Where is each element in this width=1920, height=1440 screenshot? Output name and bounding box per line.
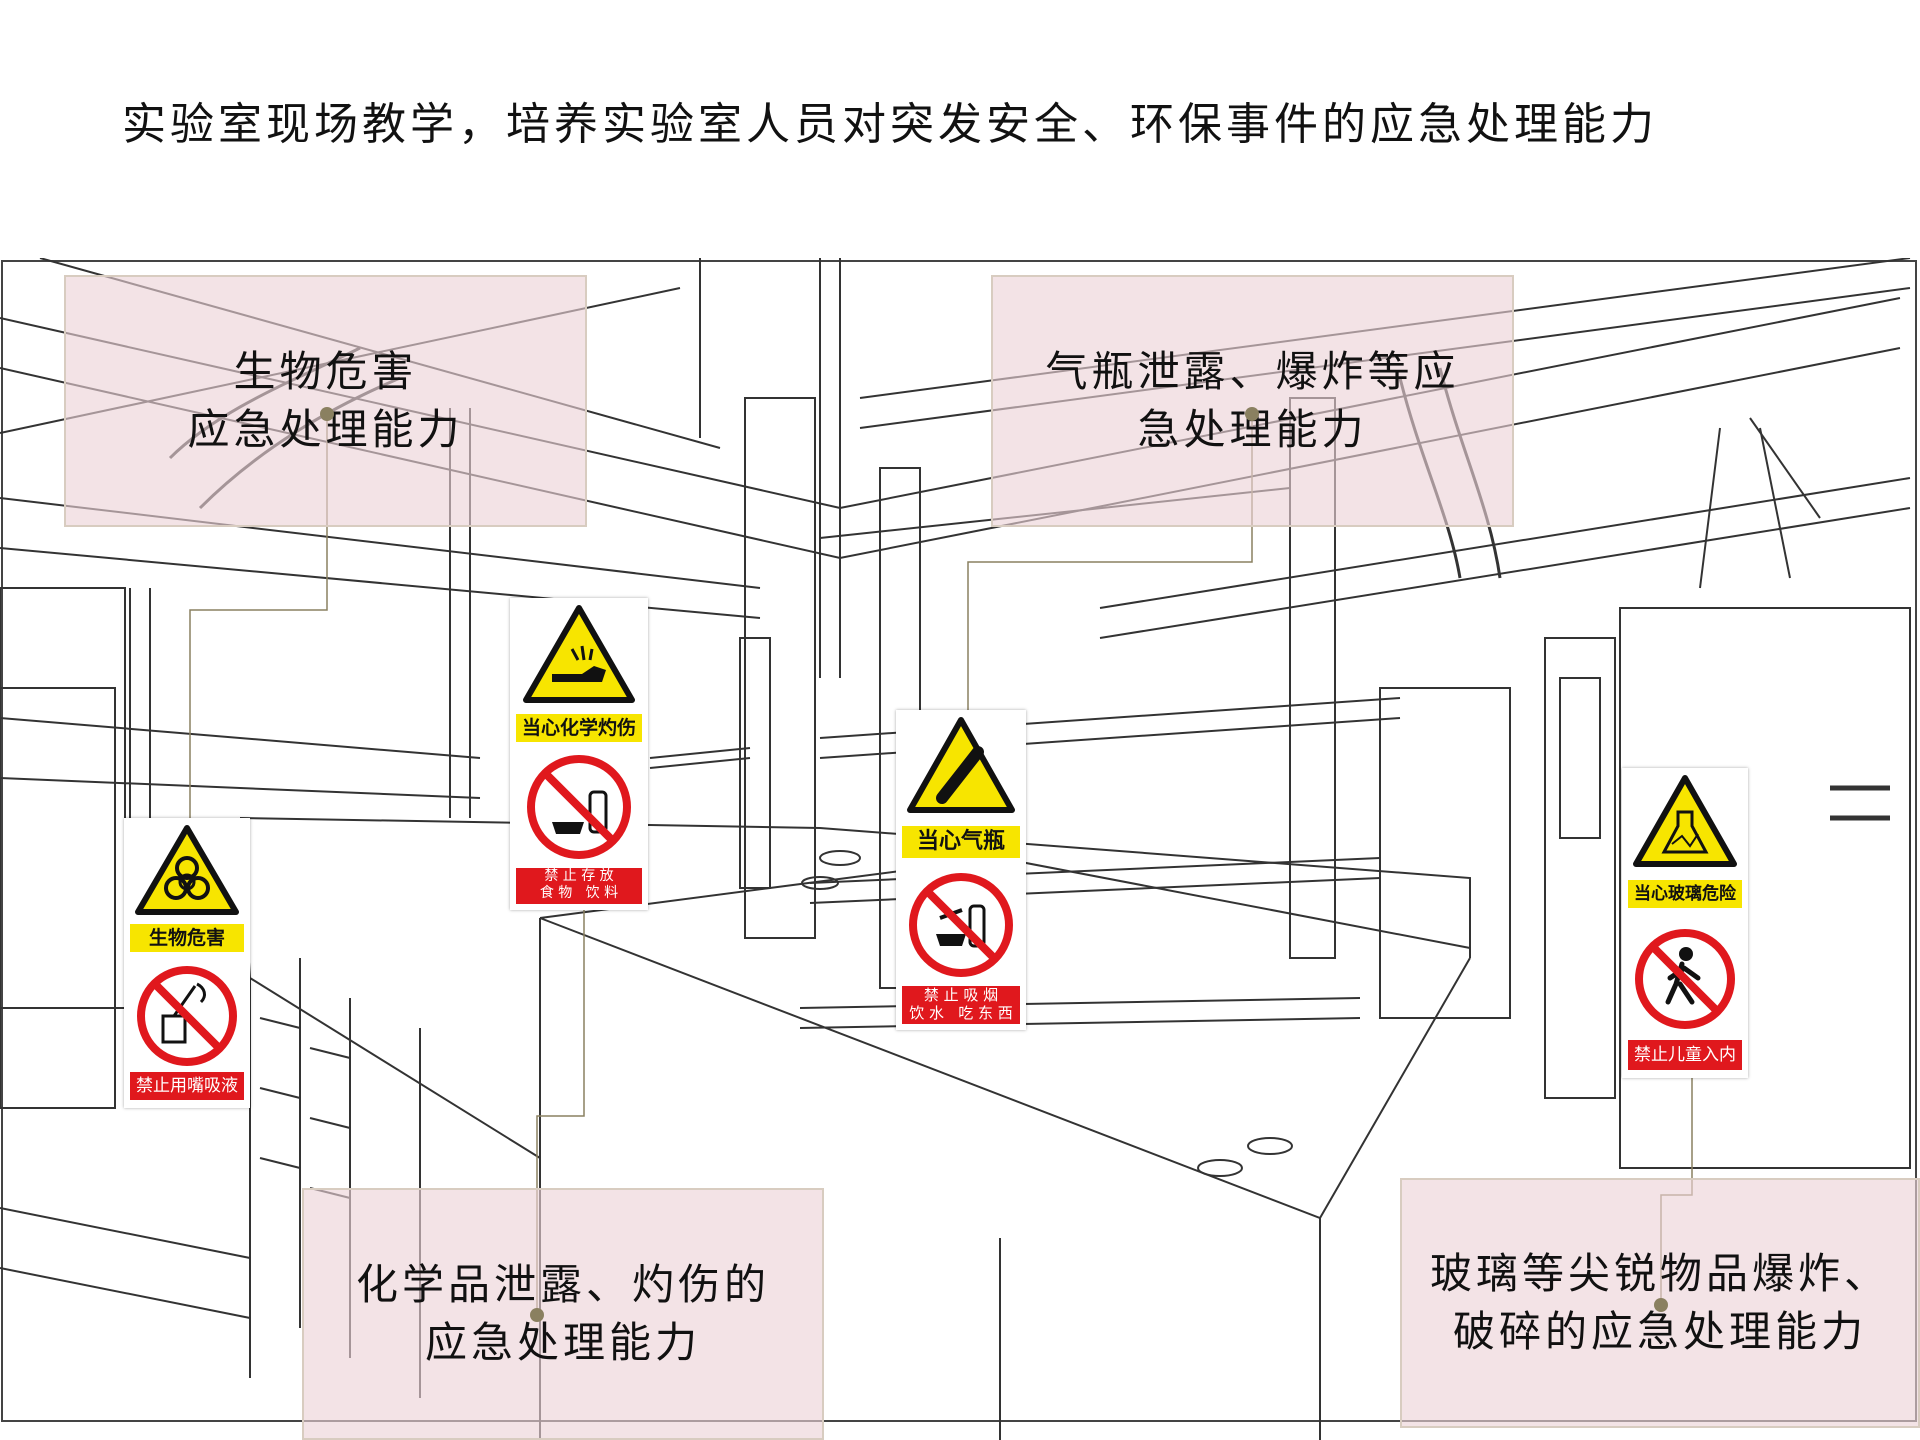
gas-cylinder-icon bbox=[907, 717, 1015, 813]
sign-gas-warning-label: 当心气瓶 bbox=[902, 826, 1020, 858]
connector-dot-glass bbox=[1654, 1298, 1668, 1312]
sign-glass-prohibition-label: 禁止儿童入内 bbox=[1628, 1040, 1742, 1070]
no-smoking-eating-icon bbox=[909, 873, 1013, 977]
sign-biohazard-prohibition-label: 禁止用嘴吸液 bbox=[130, 1072, 244, 1100]
connector-dot-chemical bbox=[530, 1308, 544, 1322]
broken-glass-icon bbox=[1633, 775, 1737, 867]
connector-dot-gas bbox=[1245, 407, 1259, 421]
sign-chemical-warning-label: 当心化学灼伤 bbox=[516, 714, 642, 742]
callout-chemical-line1: 化学品泄露、灼伤的 bbox=[355, 1260, 770, 1309]
callout-biohazard: 生物危害 应急处理能力 bbox=[64, 275, 587, 527]
connector-dot-biohazard bbox=[320, 407, 334, 421]
chemical-burn-icon bbox=[523, 605, 635, 703]
callout-glass-line2: 破碎的应急处理能力 bbox=[1452, 1307, 1867, 1356]
sign-glass: 当心玻璃危险 禁止儿童入内 bbox=[1622, 768, 1748, 1078]
sign-biohazard: 生物危害 禁止用嘴吸液 bbox=[124, 818, 250, 1108]
sign-biohazard-warning-label: 生物危害 bbox=[130, 924, 244, 952]
no-children-icon bbox=[1635, 929, 1735, 1029]
callout-chemical-line2: 应急处理能力 bbox=[424, 1318, 701, 1367]
sign-chemical-prohibition-label: 禁 止 存 放食 物 饮 料 bbox=[516, 868, 642, 904]
no-food-drink-icon bbox=[527, 755, 631, 859]
callout-chemical: 化学品泄露、灼伤的 应急处理能力 bbox=[302, 1188, 824, 1440]
sign-glass-warning-label: 当心玻璃危险 bbox=[1628, 880, 1742, 908]
biohazard-icon bbox=[135, 825, 239, 915]
page-title: 实验室现场教学，培养实验室人员对突发安全、环保事件的应急处理能力 bbox=[122, 99, 1658, 150]
lab-scene: 生物危害 应急处理能力 气瓶泄露、爆炸等应 急处理能力 化学品泄露、灼伤的 应急… bbox=[0, 258, 1920, 1440]
no-mouth-pipetting-icon bbox=[137, 966, 237, 1066]
callout-gas-cylinder: 气瓶泄露、爆炸等应 急处理能力 bbox=[991, 275, 1514, 527]
sign-gas-prohibition-line1: 禁 止 吸 烟 bbox=[923, 986, 999, 1004]
callout-glass-line1: 玻璃等尖锐物品爆炸、 bbox=[1429, 1249, 1890, 1298]
sign-gas-prohibition-label: 禁 止 吸 烟饮 水 吃 东 西 bbox=[902, 986, 1020, 1024]
callout-gas-line1: 气瓶泄露、爆炸等应 bbox=[1045, 347, 1460, 396]
sign-gas-prohibition-line2: 饮 水 吃 东 西 bbox=[909, 1004, 1013, 1022]
callout-biohazard-line1: 生物危害 bbox=[233, 347, 418, 396]
sign-chemical-prohibition-line2: 食 物 饮 料 bbox=[539, 885, 619, 901]
sign-chemical: 当心化学灼伤 禁 止 存 放食 物 饮 料 bbox=[510, 598, 648, 910]
sign-chemical-prohibition-line1: 禁 止 存 放 bbox=[544, 868, 614, 884]
sign-gas-cylinder: 当心气瓶 禁 止 吸 烟饮 水 吃 东 西 bbox=[896, 710, 1026, 1030]
